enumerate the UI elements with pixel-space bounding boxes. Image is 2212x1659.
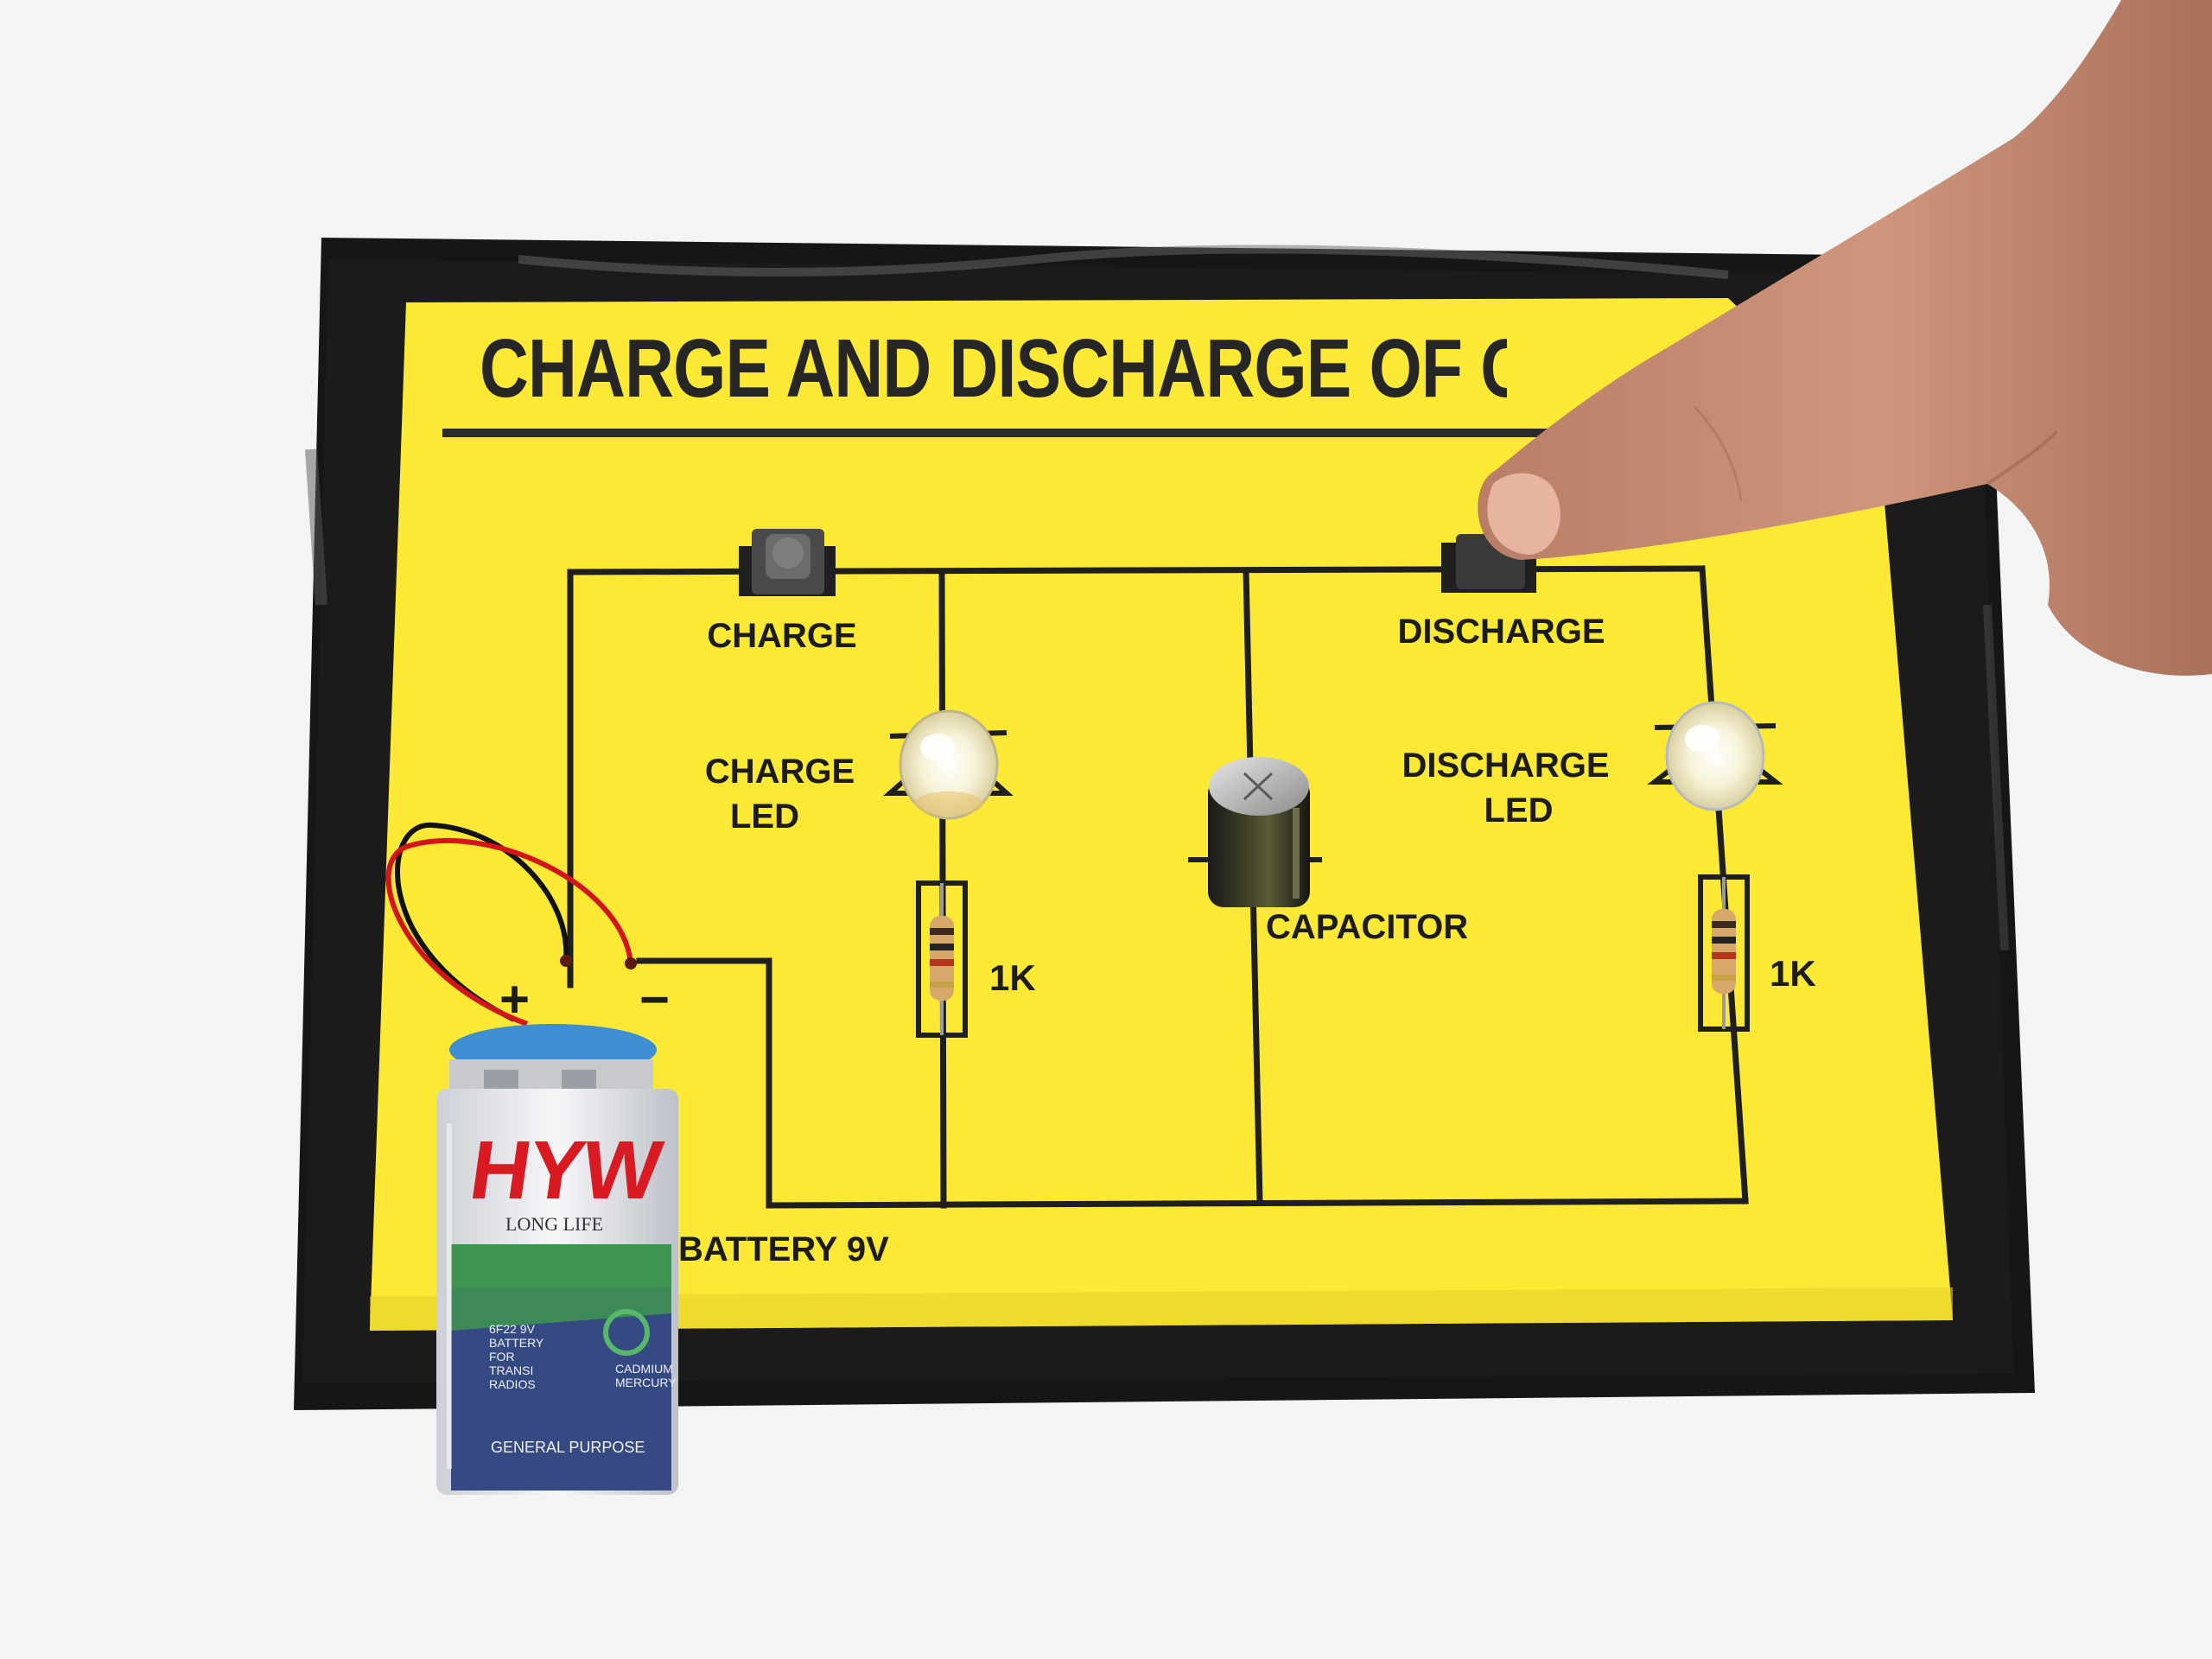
battery-minus-terminal-label: − xyxy=(639,970,671,1028)
battery-fine-print-left: 6F22 9V BATTERY FOR TRANSI RADIOS xyxy=(489,1322,544,1392)
pointing-hand xyxy=(1478,0,2212,676)
resistor-left-label: 1K xyxy=(989,957,1036,998)
resistor-right[interactable] xyxy=(1698,874,1750,1032)
board-title: CHARGE AND DISCHARGE OF CAPACITOR xyxy=(480,322,1507,415)
discharge-button-label: DISCHARGE xyxy=(1397,613,1605,651)
battery-fine-print-right: CADMIUM MERCURY xyxy=(615,1362,677,1390)
resistor-left[interactable] xyxy=(916,880,968,1038)
charge-led xyxy=(899,709,999,820)
battery-wires xyxy=(385,822,637,1027)
battery-purpose: GENERAL PURPOSE xyxy=(491,1439,645,1456)
battery-9v[interactable] xyxy=(436,1024,678,1495)
title-underline xyxy=(442,429,1738,437)
resistor-right-label: 1K xyxy=(1770,953,1816,994)
battery-tagline: LONG LIFE xyxy=(505,1213,604,1235)
capacitor-component[interactable] xyxy=(1188,757,1322,907)
battery-plus-terminal-label: + xyxy=(499,970,531,1028)
discharge-led-label-line2: LED xyxy=(1484,791,1554,830)
charge-led-label-line2: LED xyxy=(730,798,799,836)
capacitor-label: CAPACITOR xyxy=(1266,908,1469,946)
charge-button-label: CHARGE xyxy=(707,617,857,655)
charge-led-label-line1: CHARGE xyxy=(704,753,855,791)
discharge-led xyxy=(1665,701,1765,811)
battery-label: BATTERY 9V xyxy=(678,1230,889,1268)
charge-push-button[interactable] xyxy=(739,529,836,596)
discharge-led-label-line1: DISCHARGE xyxy=(1402,747,1610,785)
battery-brand: HYW xyxy=(464,1124,666,1217)
